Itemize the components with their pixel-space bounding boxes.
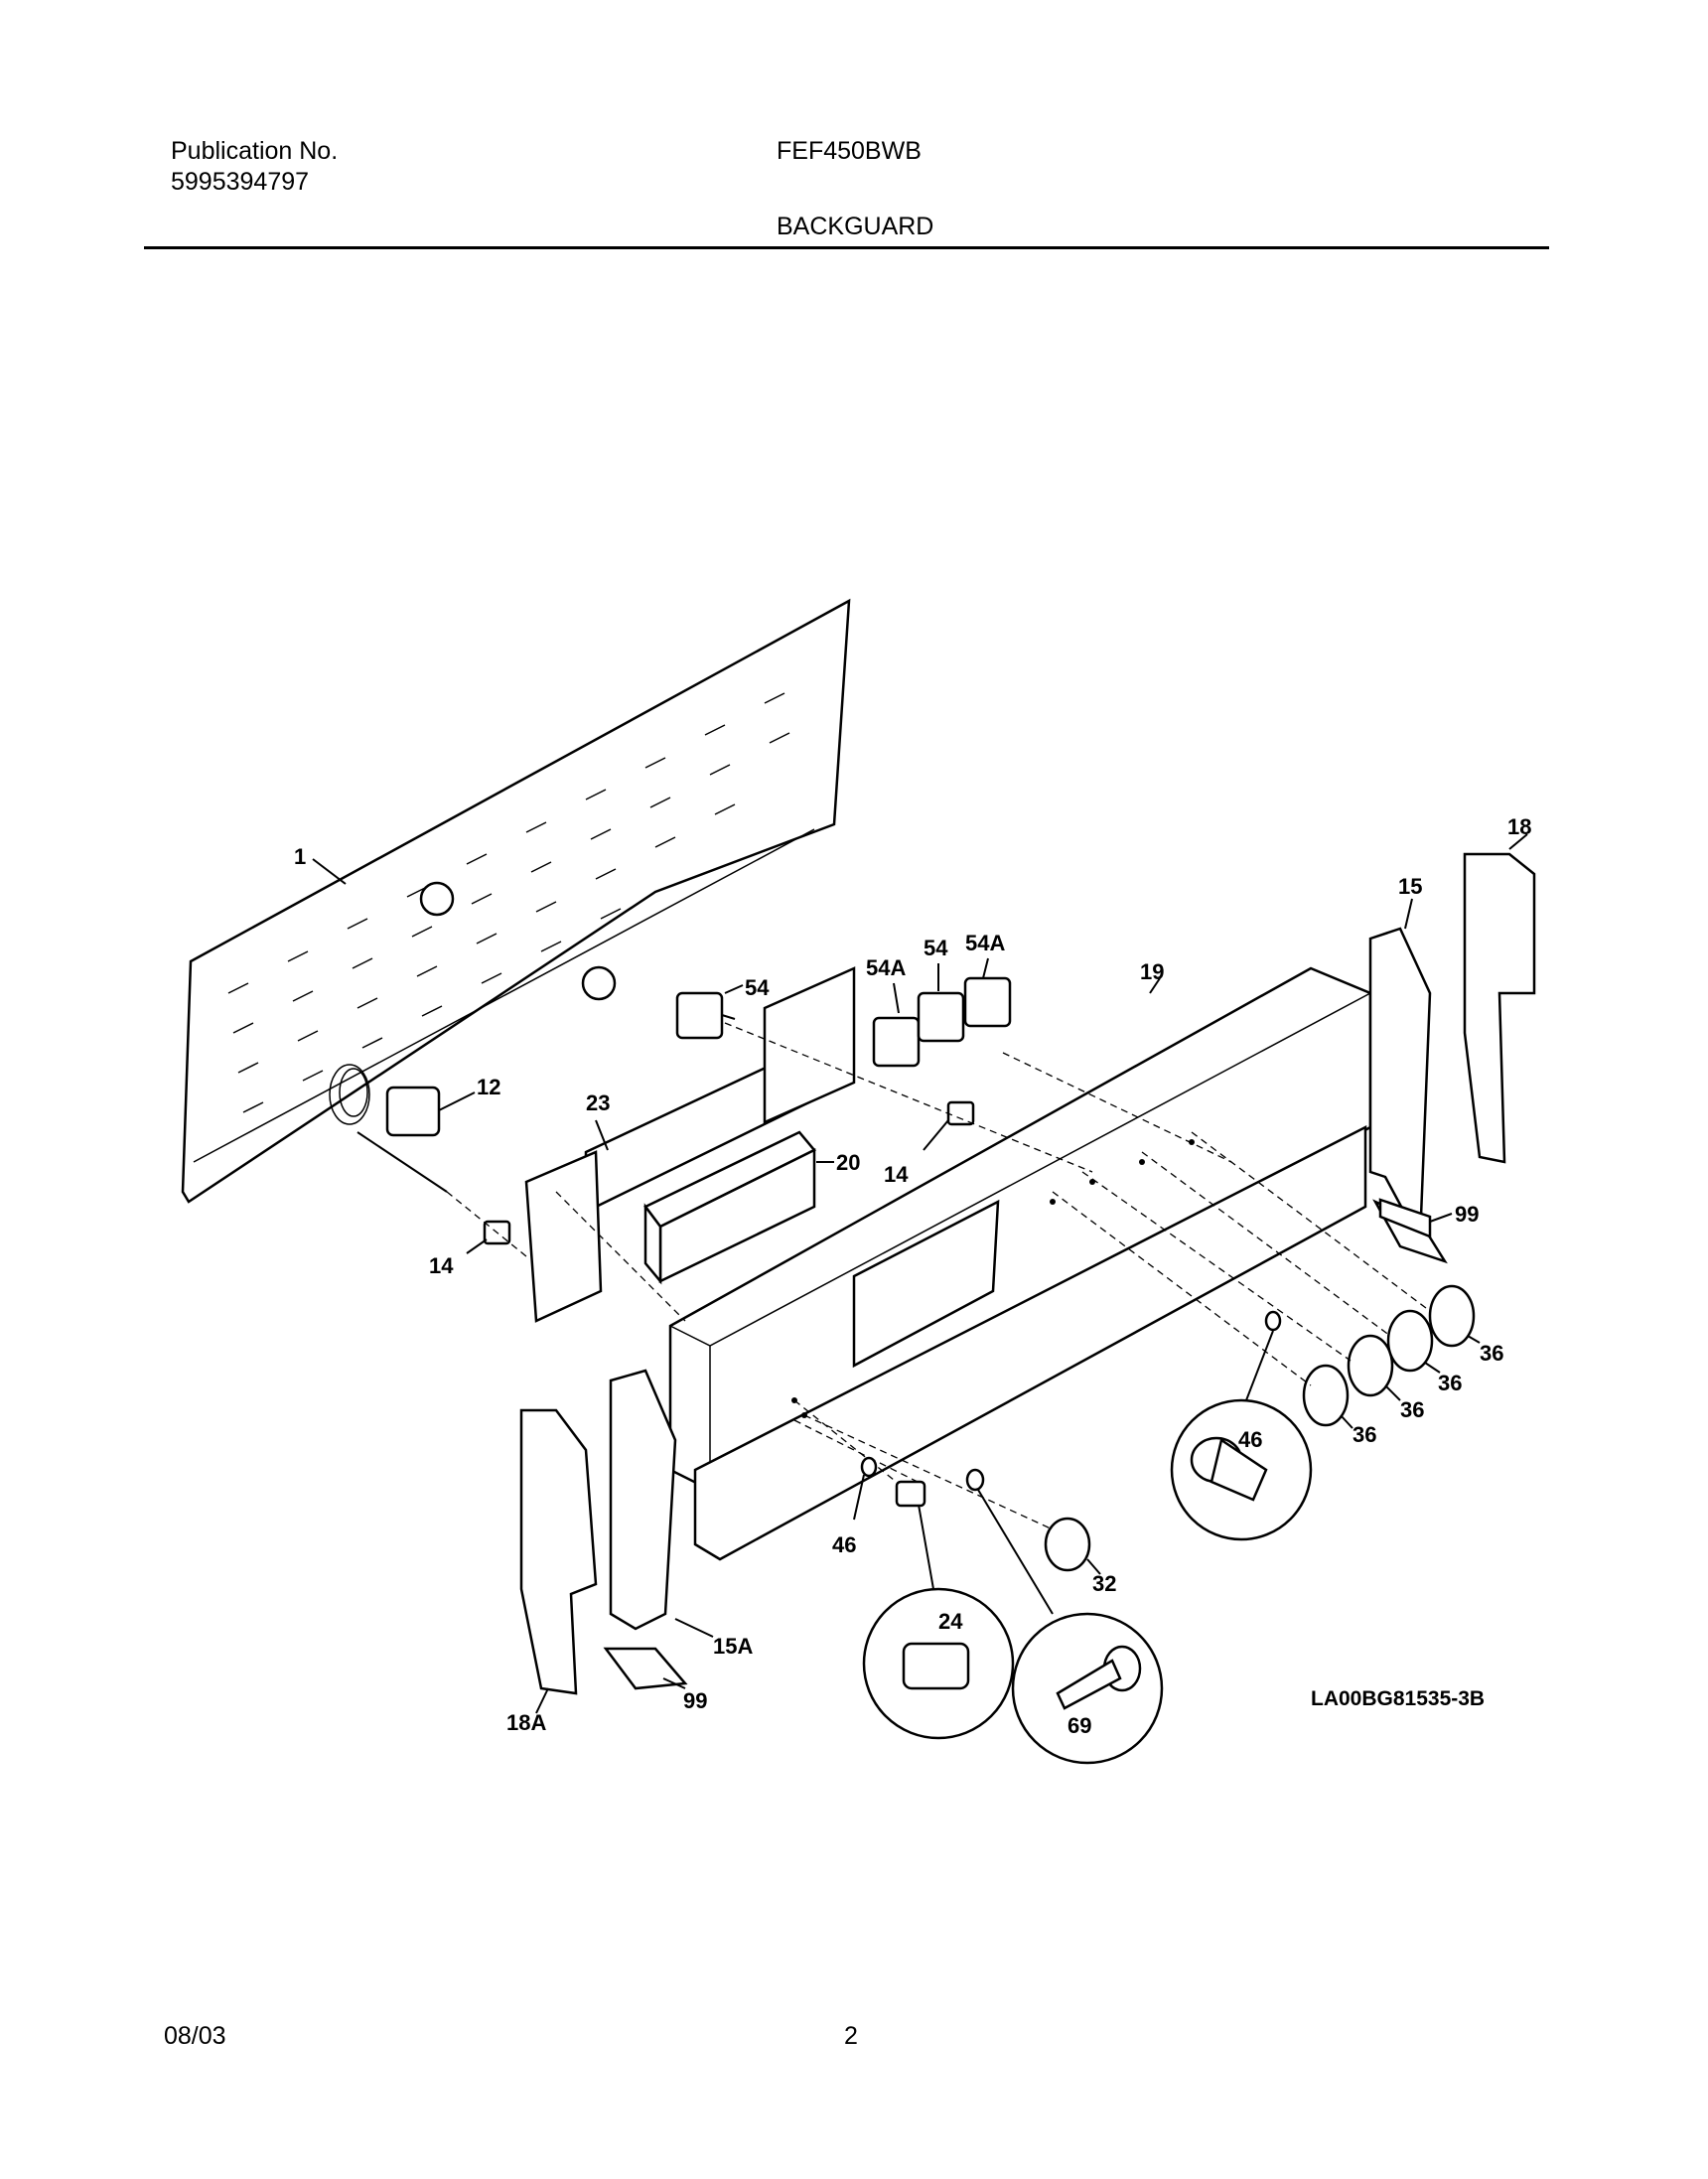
publication-label: Publication No.: [171, 137, 339, 165]
drawing-code: LA00BG81535-3B: [1311, 1687, 1485, 1710]
console-panel-part: [668, 966, 1372, 1561]
callout-36-1: 36: [1352, 1422, 1376, 1447]
callout-14-left: 14: [429, 1253, 454, 1278]
footer-page-number: 2: [844, 2022, 858, 2050]
switch-part-14: [466, 1100, 975, 1254]
footer-date: 08/03: [164, 2022, 226, 2050]
callout-54A-left: 54A: [866, 955, 906, 980]
callout-19: 19: [1140, 959, 1164, 984]
callout-20: 20: [836, 1150, 860, 1175]
control-knob-part-36: [1302, 1284, 1481, 1429]
publication-number: 5995394797: [171, 168, 310, 196]
control-bracket-part: [524, 966, 856, 1323]
detail-plug-button: [1170, 1330, 1313, 1541]
back-panel-part: [181, 598, 851, 1204]
callout-32: 32: [1092, 1571, 1116, 1596]
callout-18: 18: [1507, 814, 1531, 839]
callout-46-left: 46: [832, 1532, 856, 1557]
callout-15A: 15A: [713, 1634, 753, 1659]
callout-14-right: 14: [884, 1162, 909, 1187]
infinite-switch-group: [872, 957, 1012, 1068]
callout-18A: 18A: [506, 1710, 546, 1735]
end-bracket-right-part: [1368, 898, 1448, 1264]
callout-36-2: 36: [1400, 1397, 1424, 1422]
hardware-parts: [853, 1310, 1282, 1575]
callout-15: 15: [1398, 874, 1422, 899]
callout-23: 23: [586, 1090, 610, 1115]
side-trim-left-part: [519, 1408, 598, 1714]
assembly-lines: [446, 1022, 1431, 1530]
infinite-switch-part-1: [675, 984, 744, 1040]
callout-1: 1: [294, 844, 306, 869]
callout-54-left: 54: [745, 975, 770, 1000]
callout-54-right: 54: [924, 936, 948, 960]
header-rule: [144, 246, 1549, 249]
callout-46-right: 46: [1238, 1427, 1262, 1452]
model-number: FEF450BWB: [777, 137, 922, 165]
callout-36-3: 36: [1438, 1371, 1462, 1395]
side-trim-right-part: [1463, 833, 1536, 1164]
callout-69: 69: [1068, 1713, 1091, 1738]
callout-24: 24: [938, 1609, 963, 1634]
callout-99-right: 99: [1455, 1202, 1479, 1227]
detail-rocker-switch: [862, 1504, 1015, 1740]
callout-54A-right: 54A: [965, 931, 1005, 955]
section-title: BACKGUARD: [777, 213, 934, 240]
mounting-bracket-part-99: [662, 1198, 1453, 1689]
callout-36-4: 36: [1480, 1341, 1503, 1366]
callout-99-left: 99: [683, 1688, 707, 1713]
detail-screw: [977, 1489, 1164, 1765]
clock-module-part: [643, 1130, 834, 1285]
thermostat-part: [329, 1064, 476, 1193]
callout-12: 12: [477, 1075, 500, 1099]
